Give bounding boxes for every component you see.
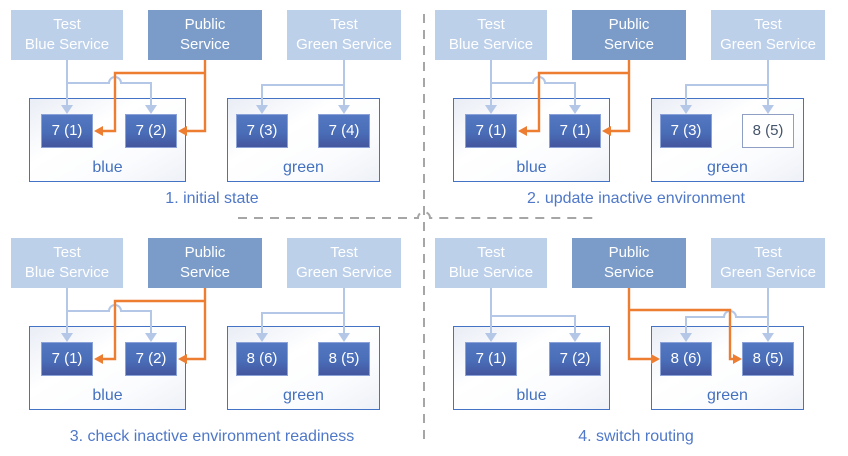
service-label-line: Public [608, 244, 650, 261]
panel-switch-routing: Test Blue Service Public Service Test Gr… [424, 228, 848, 456]
service-box-public: Public Service [572, 238, 686, 288]
service-label-line: Service [603, 36, 655, 53]
service-label-line: Green Service [720, 264, 816, 281]
service-box-test-green: Test Green Service [287, 10, 401, 60]
service-label-line: Public [608, 16, 650, 33]
service-label-line: Test [330, 16, 358, 33]
pod: 7 (1) [549, 114, 601, 148]
environment-label: green [707, 387, 748, 404]
pod: 7 (1) [41, 114, 93, 148]
panel-initial-state: Test Blue Service Public Service Test Gr… [0, 0, 424, 228]
service-box-test-green: Test Green Service [711, 10, 825, 60]
panel-caption: 1. initial state [165, 190, 259, 207]
panel-check-inactive-environment-readiness: Test Blue Service Public Service Test Gr… [0, 228, 424, 456]
service-label-line: Test [754, 244, 782, 261]
panel-update-inactive-environment: Test Blue Service Public Service Test Gr… [424, 0, 848, 228]
service-box-test-green: Test Green Service [287, 238, 401, 288]
service-label-line: Test [330, 244, 358, 261]
service-box-test-blue: Test Blue Service [11, 238, 123, 288]
service-label-line: Blue Service [448, 264, 534, 281]
service-label-line: Test [754, 16, 782, 33]
environment-label: green [283, 387, 324, 404]
service-box-test-blue: Test Blue Service [11, 10, 123, 60]
pod: 7 (1) [465, 342, 517, 376]
pod: 7 (2) [125, 342, 177, 376]
service-box-test-green: Test Green Service [711, 238, 825, 288]
service-label-line: Service [603, 264, 655, 281]
pod: 7 (4) [318, 114, 370, 148]
pod: 8 (5) [742, 342, 794, 376]
service-label-line: Public [184, 244, 226, 261]
pod: 8 (6) [660, 342, 712, 376]
environment-box-blue: 7 (1) 7 (2) blue [453, 326, 610, 410]
panel-caption: 2. update inactive environment [527, 190, 745, 207]
environment-box-green: 7 (3) 8 (5) green [651, 98, 804, 182]
service-label-line: Public [184, 16, 226, 33]
environment-label: blue [92, 159, 123, 176]
environment-label: green [707, 159, 748, 176]
service-box-test-blue: Test Blue Service [435, 238, 547, 288]
service-label-line: Blue Service [24, 36, 110, 53]
service-label-line: Green Service [720, 36, 816, 53]
panel-caption: 4. switch routing [578, 428, 694, 445]
service-label-line: Test [477, 16, 505, 33]
service-box-public: Public Service [572, 10, 686, 60]
pod: 7 (2) [549, 342, 601, 376]
service-label-line: Green Service [296, 264, 392, 281]
environment-box-green: 8 (6) 8 (5) green [227, 326, 380, 410]
service-box-public: Public Service [148, 238, 262, 288]
service-label-line: Service [179, 36, 231, 53]
panel-caption: 3. check inactive environment readiness [69, 428, 355, 445]
service-label-line: Blue Service [24, 264, 110, 281]
environment-box-blue: 7 (1) 7 (2) blue [29, 326, 186, 410]
pod: 8 (6) [236, 342, 288, 376]
pod: 7 (2) [125, 114, 177, 148]
service-label-line: Test [53, 244, 81, 261]
environment-box-green: 8 (6) 8 (5) green [651, 326, 804, 410]
environment-box-blue: 7 (1) 7 (1) blue [453, 98, 610, 182]
environment-label: green [283, 159, 324, 176]
pod: 7 (1) [41, 342, 93, 376]
service-label-line: Service [179, 264, 231, 281]
pod: 8 (5) [742, 114, 794, 148]
service-label-line: Test [477, 244, 505, 261]
pod: 7 (3) [236, 114, 288, 148]
pod: 7 (1) [465, 114, 517, 148]
service-box-public: Public Service [148, 10, 262, 60]
environment-label: blue [92, 387, 123, 404]
environment-box-green: 7 (3) 7 (4) green [227, 98, 380, 182]
environment-box-blue: 7 (1) 7 (2) blue [29, 98, 186, 182]
pod: 7 (3) [660, 114, 712, 148]
environment-label: blue [516, 387, 547, 404]
service-label-line: Green Service [296, 36, 392, 53]
service-label-line: Test [53, 16, 81, 33]
environment-label: blue [516, 159, 547, 176]
horizontal-divider-line [238, 211, 594, 219]
service-label-line: Blue Service [448, 36, 534, 53]
service-box-test-blue: Test Blue Service [435, 10, 547, 60]
pod: 8 (5) [318, 342, 370, 376]
